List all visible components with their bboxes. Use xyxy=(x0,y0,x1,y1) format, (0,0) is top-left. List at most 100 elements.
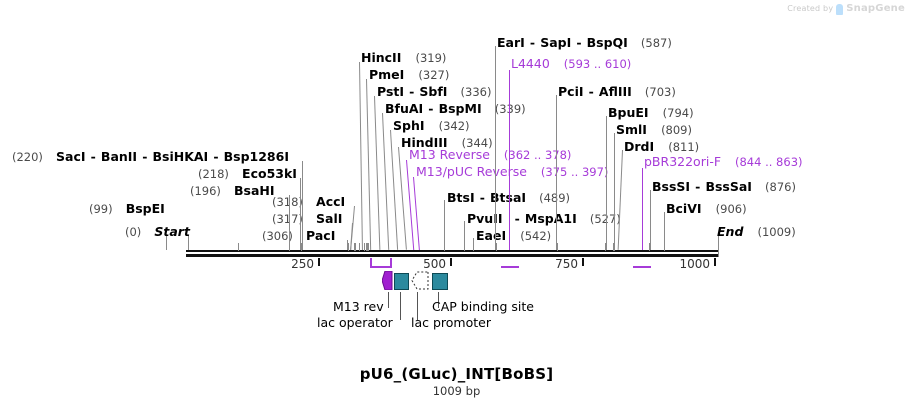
enzyme-name-btsI: BtsI xyxy=(447,190,475,205)
leader-line-bsaHI xyxy=(289,195,290,250)
site-tick-703 xyxy=(557,243,558,251)
feature-label-cap-binding-site[interactable]: CAP binding site xyxy=(432,299,534,314)
feature-glyph-cap-binding-site[interactable] xyxy=(432,273,448,290)
enzyme-position-339: (339) xyxy=(494,102,526,116)
leader-line-sacI-group xyxy=(302,161,303,250)
leader-line-l4440 xyxy=(509,70,510,252)
site-tick-542 xyxy=(473,243,474,251)
site-tick-794 xyxy=(605,243,606,251)
leader-line-hincII xyxy=(359,61,363,250)
enzyme-name-pstI: PstI xyxy=(377,84,405,99)
label-sequence-end[interactable]: End (1009) xyxy=(717,223,796,239)
enzyme-name-banII: BanII xyxy=(100,149,138,164)
primer-mark-m13-reverse[interactable] xyxy=(370,258,392,268)
enzyme-name-bsp1286I: Bsp1286I xyxy=(223,149,289,164)
enzyme-name-mspA1I: MspA1I xyxy=(524,211,577,226)
enzyme-label-bciVI[interactable]: BciVI (906) xyxy=(666,200,747,216)
enzyme-name-bspEI: BspEI xyxy=(125,201,165,216)
enzyme-name-aflIII: AflIII xyxy=(598,84,632,99)
site-tick-344 xyxy=(368,243,369,251)
plasmid-title: pU6_(GLuc)_INT[BoBS] xyxy=(359,365,554,383)
enzyme-position-542: (542) xyxy=(520,229,552,243)
enzyme-position-489: (489) xyxy=(539,191,571,205)
feature-label-m13-rev[interactable]: M13 rev xyxy=(333,299,384,314)
enzyme-label-hincII[interactable]: HincII (319) xyxy=(361,49,446,65)
enzyme-label-bssSI-bssSaI[interactable]: BssSI - BssSaI (876) xyxy=(652,178,796,194)
primer-range-l4440: (593 .. 610) xyxy=(563,57,632,71)
enzyme-name-sbfI: SbfI xyxy=(419,84,448,99)
enzyme-label-eco53kI[interactable]: (218) Eco53kI xyxy=(198,165,297,181)
enzyme-label-eaeI[interactable]: EaeI (542) xyxy=(476,227,551,243)
callout-line-m13-rev xyxy=(388,292,389,308)
enzyme-label-btsI-btsaI[interactable]: BtsI - BtsaI (489) xyxy=(447,189,570,205)
enzyme-position-336: (336) xyxy=(460,85,492,99)
enzyme-label-sacI-banII-bsiHKAI-bsp1286I[interactable]: (220) SacI - BanII - BsiHKAI - Bsp1286I xyxy=(12,148,289,164)
enzyme-label-earI-sapI-bspQI[interactable]: EarI - SapI - BspQI (587) xyxy=(497,34,672,50)
callout-line-lac-promoter xyxy=(417,292,418,320)
site-tick-327 xyxy=(359,243,360,251)
primer-range-m13-reverse: (362 .. 378) xyxy=(503,148,572,162)
primer-label-m13-puc-reverse[interactable]: M13/pUC Reverse (375 .. 397) xyxy=(416,165,608,179)
enzyme-label-pvuII-mspA1I[interactable]: PvuII - MspA1I (527) xyxy=(467,210,621,226)
primer-label-l4440[interactable]: L4440 (593 .. 610) xyxy=(511,57,632,71)
sequence-backbone[interactable] xyxy=(186,250,718,257)
enzyme-label-bfuAI-bspMI[interactable]: BfuAI - BspMI (339) xyxy=(385,100,526,116)
enzyme-label-bspEI[interactable]: (99) BspEI xyxy=(89,200,165,216)
separator-dash: - xyxy=(576,35,582,50)
enzyme-position-306: (306) xyxy=(262,229,293,243)
watermark-prefix: Created by xyxy=(787,4,834,13)
leader-line-end xyxy=(718,236,719,257)
primer-mark-l4440[interactable] xyxy=(501,266,519,268)
ruler-label-750: 750 xyxy=(555,257,578,271)
leader-line-btsI xyxy=(444,200,445,250)
enzyme-name-accI: AccI xyxy=(316,194,346,209)
enzyme-name-bpuEI: BpuEI xyxy=(608,105,649,120)
leader-line-bspEI xyxy=(166,236,167,250)
enzyme-label-pacI[interactable]: (306) PacI xyxy=(262,227,335,243)
primer-label-m13-reverse[interactable]: M13 Reverse (362 .. 378) xyxy=(409,148,572,162)
enzyme-label-accI[interactable]: (318) AccI xyxy=(272,193,345,209)
snapgene-logo-icon xyxy=(836,4,844,15)
leader-line-pbr322ori-f xyxy=(642,168,643,252)
enzyme-label-sphI[interactable]: SphI (342) xyxy=(393,117,470,133)
end-text: End xyxy=(717,224,744,239)
enzyme-name-hindIII: HindIII xyxy=(401,135,448,150)
feature-glyph-lac-promoter[interactable] xyxy=(411,271,429,290)
ruler-tick-250 xyxy=(318,258,320,266)
enzyme-position-587: (587) xyxy=(640,36,672,50)
enzyme-label-drdI[interactable]: DrdI (811) xyxy=(624,138,699,154)
site-tick-876 xyxy=(649,243,650,251)
enzyme-position-317: (317) xyxy=(272,212,303,226)
separator-dash: - xyxy=(428,101,434,116)
feature-label-lac-promoter[interactable]: lac promoter xyxy=(411,315,491,330)
enzyme-name-sacI: SacI xyxy=(56,149,86,164)
enzyme-label-bsaHI[interactable]: (196) BsaHI xyxy=(190,182,275,198)
enzyme-label-pstI-sbfI[interactable]: PstI - SbfI (336) xyxy=(377,83,491,99)
enzyme-position-876: (876) xyxy=(765,180,796,194)
enzyme-label-smlI[interactable]: SmlI (809) xyxy=(616,121,692,137)
enzyme-label-pciI-aflIII[interactable]: PciI - AflIII (703) xyxy=(558,83,676,99)
feature-glyph-m13-rev[interactable] xyxy=(382,271,393,290)
enzyme-name-bssSI: BssSI xyxy=(652,179,691,194)
primer-label-pbr322ori-f[interactable]: pBR322ori-F (844 .. 863) xyxy=(644,155,803,169)
label-sequence-start[interactable]: (0) Start xyxy=(125,223,190,239)
enzyme-position-318: (318) xyxy=(272,195,303,209)
site-tick-809 xyxy=(613,243,614,251)
enzyme-name-earI: EarI xyxy=(497,35,525,50)
feature-glyph-lac-operator[interactable] xyxy=(394,273,409,290)
start-position-0: (0) xyxy=(125,225,142,239)
enzyme-label-hindIII[interactable]: HindIII (344) xyxy=(401,134,493,150)
feature-label-lac-operator[interactable]: lac operator xyxy=(317,315,393,330)
separator-dash: - xyxy=(514,211,520,226)
ruler-label-250: 250 xyxy=(291,257,314,271)
site-tick-196 xyxy=(289,243,290,251)
enzyme-position-811: (811) xyxy=(668,140,700,154)
primer-mark-pbr322ori-f[interactable] xyxy=(633,266,651,268)
leader-line-pstI xyxy=(374,95,381,250)
enzyme-label-salI[interactable]: (317) SalI xyxy=(272,210,342,226)
leader-line-earI xyxy=(495,46,496,250)
enzyme-name-smlI: SmlI xyxy=(616,122,647,137)
enzyme-label-bpuEI[interactable]: BpuEI (794) xyxy=(608,104,694,120)
enzyme-label-pmeI[interactable]: PmeI (327) xyxy=(369,66,449,82)
enzyme-name-pvuII: PvuII xyxy=(467,211,503,226)
